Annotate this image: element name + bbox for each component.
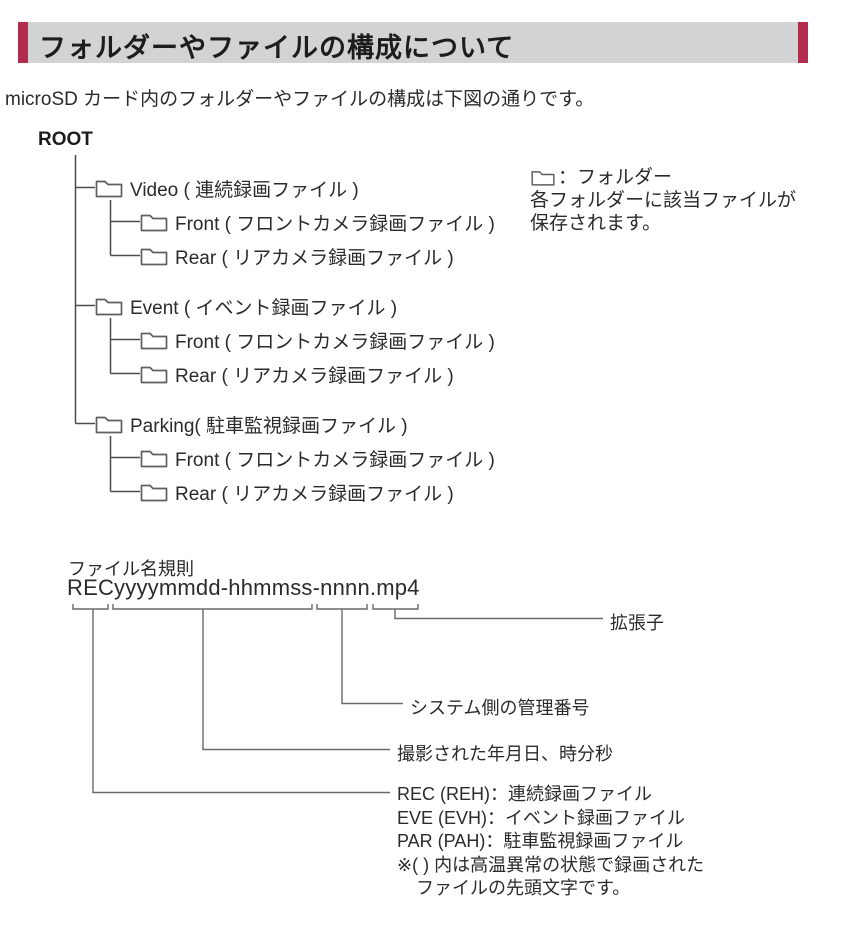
- tree-node-event: Event ( イベント録画ファイル ): [94, 293, 397, 319]
- annotation-datetime: 撮影された年月日、時分秒: [397, 744, 613, 764]
- page-title: フォルダーやファイルの構成について: [39, 33, 515, 63]
- folder-icon: [139, 244, 169, 268]
- tree-node-label: Event ( イベント録画ファイル ): [130, 297, 398, 319]
- tree-node-event-rear: Rear ( リアカメラ録画ファイル ): [139, 361, 454, 387]
- folder-icon: [139, 210, 169, 234]
- tree-root-label: ROOT: [38, 129, 93, 150]
- folder-icon: [139, 446, 169, 470]
- tree-node-parking-rear: Rear ( リアカメラ録画ファイル ): [139, 479, 454, 505]
- note-line: 各フォルダーに該当ファイルが: [530, 190, 797, 211]
- note-line: 保存されます。: [530, 213, 662, 234]
- prefix-line: EVE (EVH)：イベント録画ファイル: [397, 807, 686, 828]
- folder-icon: [94, 412, 124, 436]
- tree-node-label: Rear ( リアカメラ録画ファイル ): [175, 247, 454, 269]
- folder-legend-note: ：フォルダー 各フォルダーに該当ファイルが 保存されます。: [530, 166, 796, 235]
- folder-icon: [530, 167, 556, 188]
- filename-pattern: RECyyyymmdd-hhmmss-nnnn.mp4: [67, 575, 420, 600]
- filename-rule-heading: ファイル名規則: [68, 559, 194, 579]
- folder-icon: [94, 294, 124, 318]
- tree-node-label: Rear ( リアカメラ録画ファイル ): [175, 365, 454, 387]
- annotation-extension: 拡張子: [610, 613, 664, 633]
- annotation-prefix-block: REC (REH)：連続録画ファイル EVE (EVH)：イベント録画ファイル …: [397, 783, 704, 901]
- tree-node-parking-front: Front ( フロントカメラ録画ファイル ): [139, 445, 495, 471]
- header-accent-bar-right: [798, 22, 808, 63]
- tree-node-event-front: Front ( フロントカメラ録画ファイル ): [139, 327, 495, 353]
- tree-node-label: Rear ( リアカメラ録画ファイル ): [175, 483, 454, 505]
- intro-text: microSD カード内のフォルダーやファイルの構成は下図の通りです。: [5, 89, 595, 110]
- folder-icon: [94, 176, 124, 200]
- tree-node-parking: Parking( 駐車監視録画ファイル ): [94, 411, 408, 437]
- prefix-line: ※( ) 内は高温異常の状態で録画された: [397, 854, 705, 875]
- tree-node-label: Front ( フロントカメラ録画ファイル ): [175, 331, 495, 353]
- prefix-line: PAR (PAH)：駐車監視録画ファイル: [397, 831, 684, 851]
- header-accent-bar-left: [18, 22, 28, 63]
- folder-icon: [139, 362, 169, 386]
- prefix-line: REC (REH)：連続録画ファイル: [397, 784, 652, 804]
- tree-node-video-front: Front ( フロントカメラ録画ファイル ): [139, 209, 495, 235]
- annotation-system-number: システム側の管理番号: [410, 698, 590, 718]
- prefix-line: ファイルの先頭文字です。: [416, 878, 631, 898]
- folder-icon: [139, 328, 169, 352]
- folder-icon: [139, 480, 169, 504]
- tree-node-video: Video ( 連続録画ファイル ): [94, 175, 359, 201]
- note-icon-label: ：フォルダー: [558, 167, 673, 188]
- tree-node-label: Parking( 駐車監視録画ファイル ): [130, 415, 408, 437]
- tree-node-label: Front ( フロントカメラ録画ファイル ): [175, 449, 495, 471]
- tree-node-label: Front ( フロントカメラ録画ファイル ): [175, 213, 495, 235]
- tree-node-video-rear: Rear ( リアカメラ録画ファイル ): [139, 243, 454, 269]
- tree-node-label: Video ( 連続録画ファイル ): [130, 179, 359, 201]
- section-header: フォルダーやファイルの構成について: [18, 22, 808, 63]
